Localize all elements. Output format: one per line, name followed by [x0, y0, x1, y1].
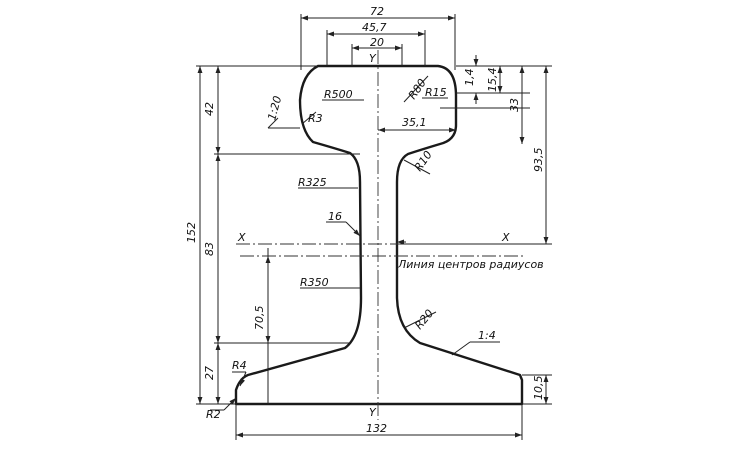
- rail-profile-outline: [234, 64, 524, 406]
- left-dimensions: 42 152 83 27 70,5: [185, 65, 360, 405]
- slope-1-20: 1:20: [265, 95, 284, 122]
- dim-72: 72: [370, 5, 384, 18]
- dim-33: 33: [508, 98, 521, 112]
- dim-132: 132: [366, 422, 387, 435]
- radius-r20: R20: [412, 307, 436, 332]
- dim-152: 152: [185, 222, 198, 243]
- axis-x-right-label: X: [501, 231, 510, 244]
- radius-centers-note: Линия центров радиусов: [397, 258, 544, 271]
- slope-1-4: 1:4: [478, 329, 496, 342]
- dim-83: 83: [203, 242, 216, 256]
- head-width-dimension: 35,1: [378, 116, 456, 133]
- right-dimensions: 1,4 15,4 33 93,5 10,5: [400, 55, 552, 405]
- dim-27: 27: [203, 366, 216, 380]
- axis-y-bottom-label: Y: [369, 406, 377, 419]
- radius-r3: R3: [308, 112, 323, 125]
- dim-42: 42: [203, 102, 216, 116]
- dim-70-5: 70,5: [253, 306, 266, 331]
- axis-y-top-label: Y: [369, 52, 377, 65]
- dim-45-7: 45,7: [362, 21, 387, 34]
- top-dimensions: 72 45,7 20 Y: [300, 5, 456, 70]
- dim-20: 20: [370, 36, 384, 49]
- radius-r4: R4: [232, 359, 247, 372]
- bottom-dimension: 132 Y: [235, 404, 523, 440]
- radius-r500: R500: [324, 88, 353, 101]
- radius-annotations: R500 R80 R15 R3 1:20 R10 R325 16 R350 R2…: [206, 75, 500, 421]
- radius-r325: R325: [298, 176, 327, 189]
- dim-15-4: 15,4: [486, 68, 499, 93]
- dim-10-5: 10,5: [532, 376, 545, 401]
- dim-35-1: 35,1: [402, 116, 427, 129]
- axis-x-left-label: X: [237, 231, 246, 244]
- radius-r350: R350: [300, 276, 329, 289]
- dim-1-4: 1,4: [463, 69, 476, 87]
- radius-r2: R2: [206, 408, 221, 421]
- dim-93-5: 93,5: [532, 148, 545, 173]
- radius-r15: R15: [425, 86, 447, 99]
- dim-16: 16: [328, 210, 342, 223]
